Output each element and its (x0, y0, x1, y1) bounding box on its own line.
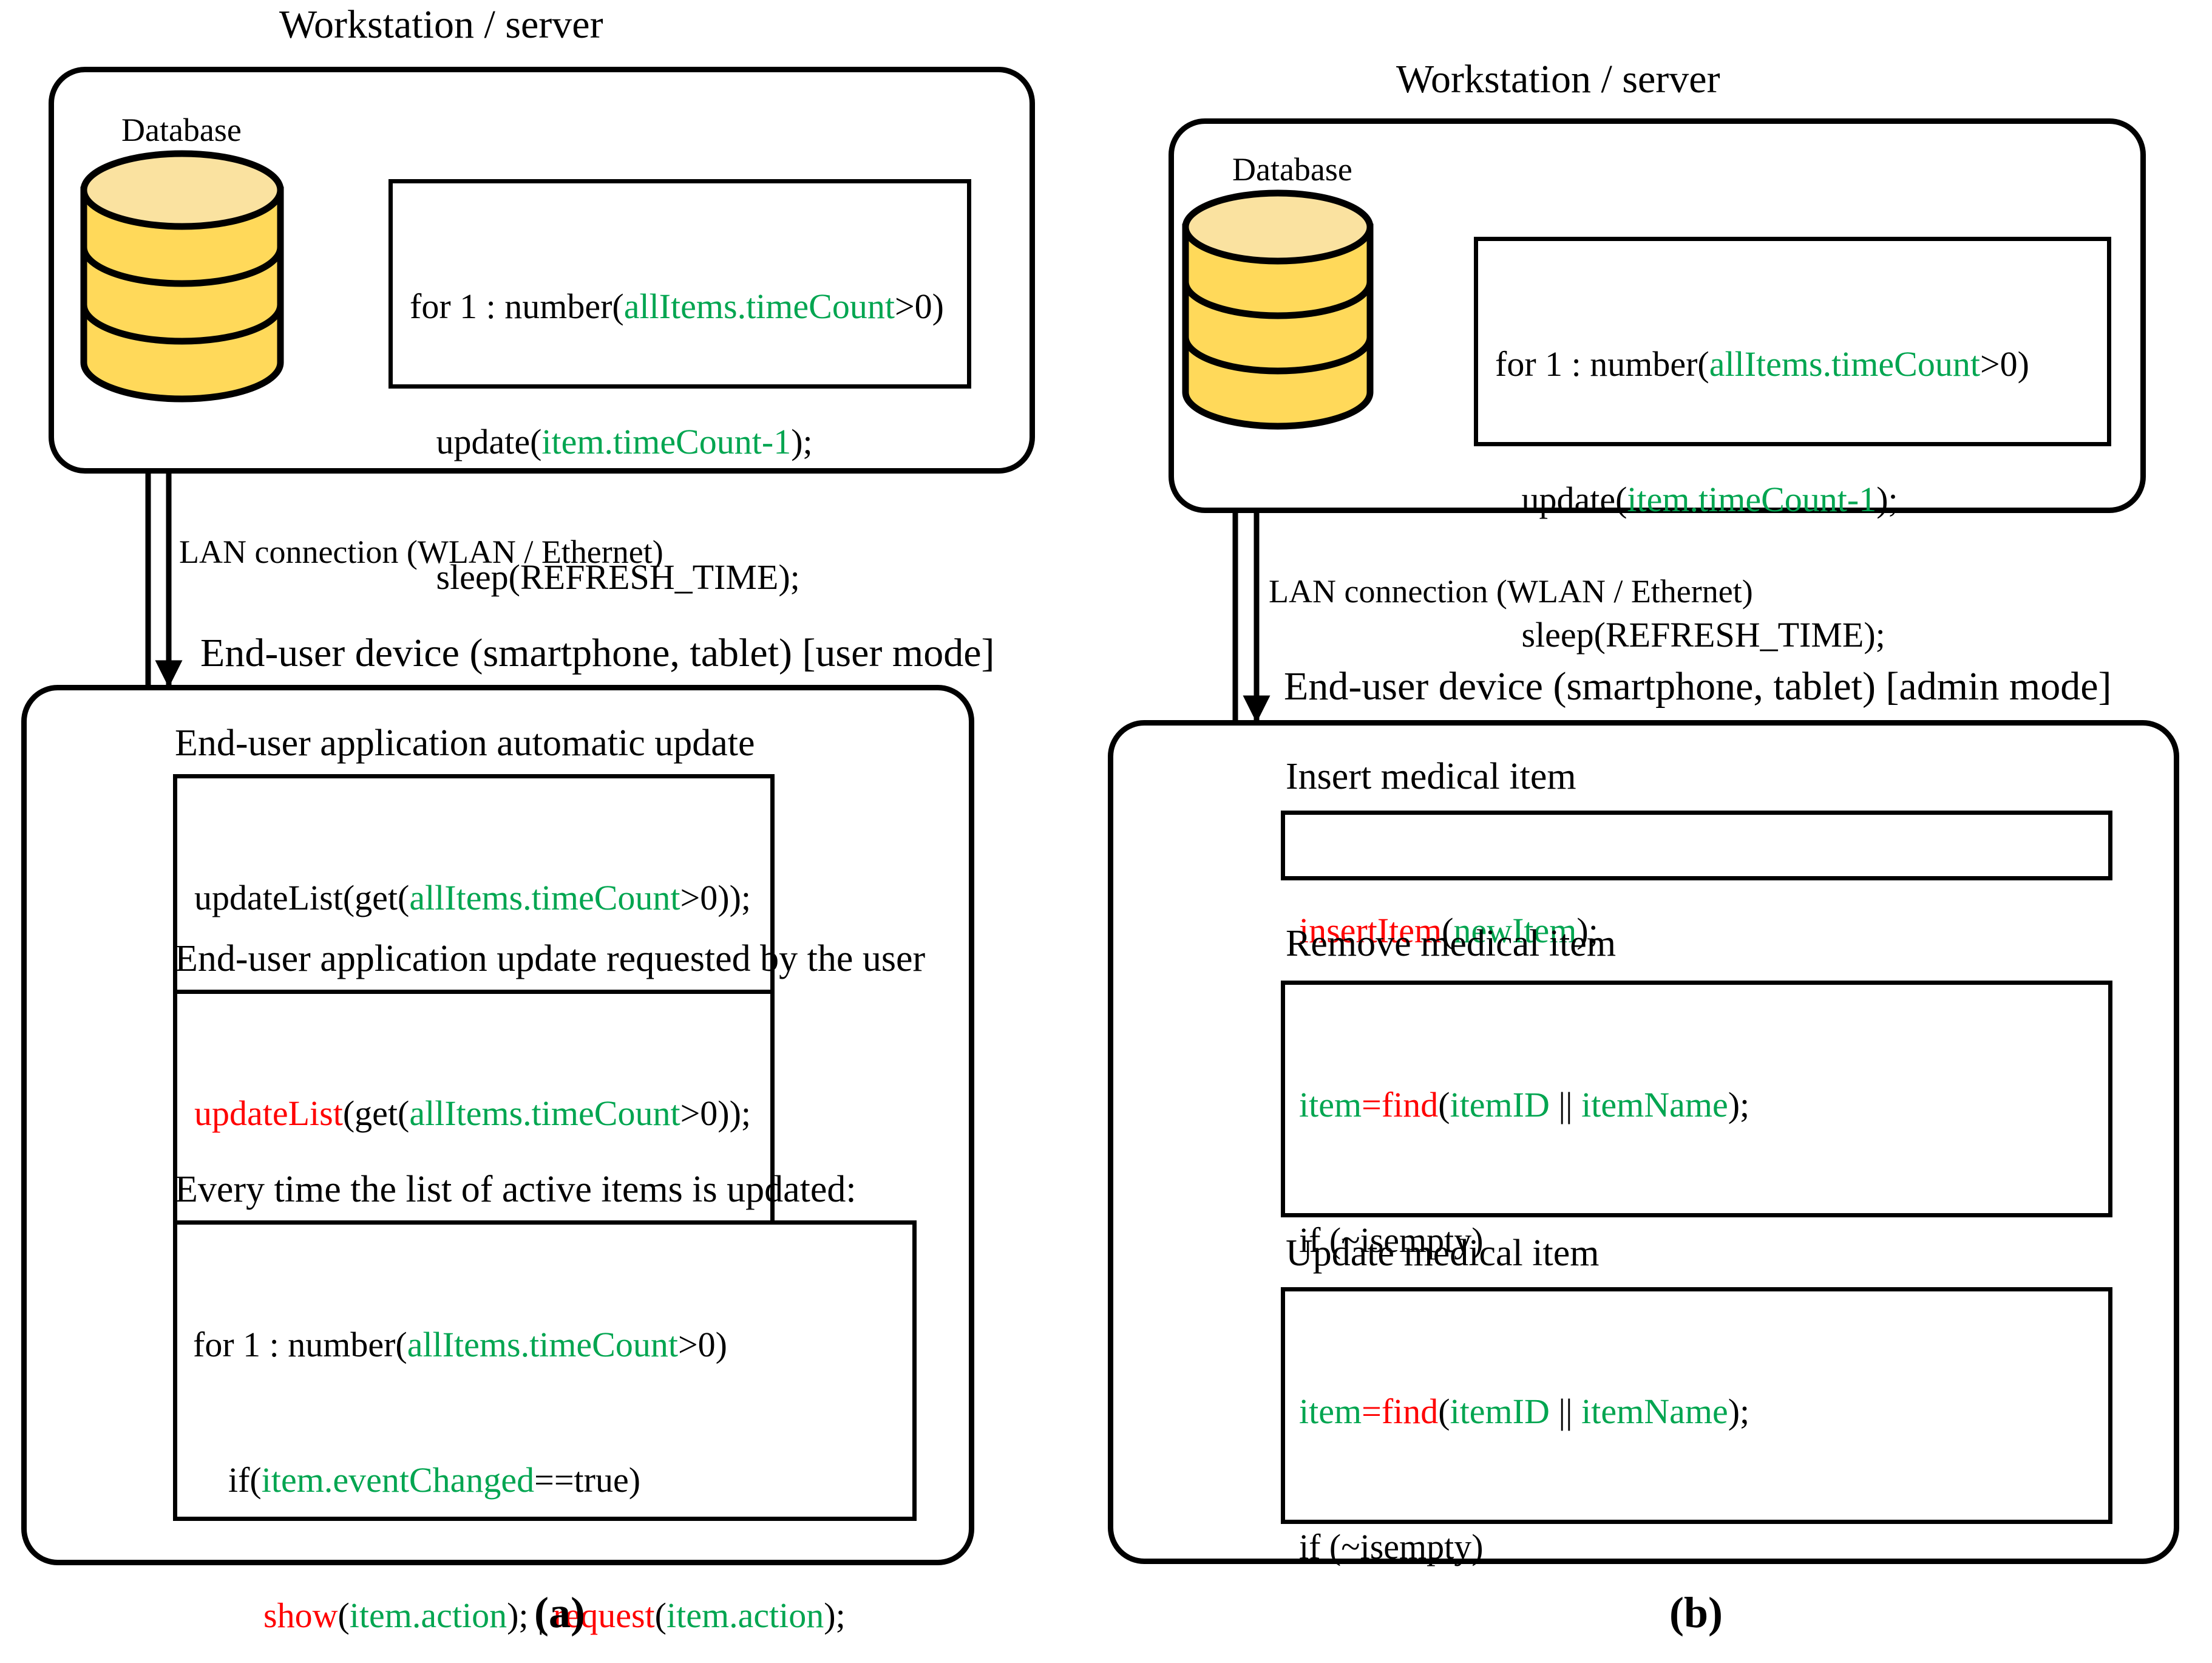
panel-b-update-code: item=find(itemID || itemName); if (~isem… (1299, 1392, 1750, 1663)
panel-a-device-title: End-user device (smartphone, tablet) [us… (200, 631, 995, 675)
database-cylinder-icon (79, 149, 285, 404)
panel-b-remove-heading: Remove medical item (1286, 923, 1617, 964)
panel-a-section2-code-box: updateList(get(allItems.timeCount>0)); (173, 990, 775, 1235)
panel-a-section3-code-box (173, 1220, 917, 1521)
panel-a-section3-code: for 1 : number(allItems.timeCount>0) if(… (193, 1325, 846, 1635)
panel-a-database-label: Database (121, 112, 242, 148)
panel-a-server-code: for 1 : number(allItems.timeCount>0) upd… (410, 287, 944, 732)
panel-b-database-label: Database (1232, 151, 1352, 188)
database-cylinder-icon (1181, 188, 1375, 431)
panel-b-remove-code-box (1281, 981, 2112, 1217)
panel-a-section1-heading: End-user application automatic update (175, 723, 755, 764)
panel-b-lan-label: LAN connection (WLAN / Ethernet) (1269, 573, 1753, 610)
panel-b-device-title: End-user device (smartphone, tablet) [ad… (1284, 664, 2112, 709)
figure-label-b: (b) (1669, 1588, 1723, 1637)
panel-a-server-title: Workstation / server (279, 2, 603, 47)
panel-b-update-heading: Update medical item (1286, 1233, 1600, 1274)
panel-a-server-code-box (388, 179, 971, 389)
panel-a-section2-heading: End-user application update requested by… (175, 938, 926, 979)
panel-a-lan-label: LAN connection (WLAN / Ethernet) (179, 534, 663, 570)
panel-b-update-code-box (1281, 1287, 2112, 1524)
panel-b-insert-code-box (1281, 811, 2112, 880)
panel-b-server-title: Workstation / server (1396, 57, 1720, 101)
panel-b-server-code-box (1474, 237, 2111, 446)
panel-a-section3-heading: Every time the list of active items is u… (175, 1169, 857, 1210)
panel-b-insert-code: insertItem(newItem); (1299, 911, 1598, 951)
figure-label-a: (a) (534, 1588, 585, 1637)
panel-b-insert-heading: Insert medical item (1286, 756, 1576, 797)
